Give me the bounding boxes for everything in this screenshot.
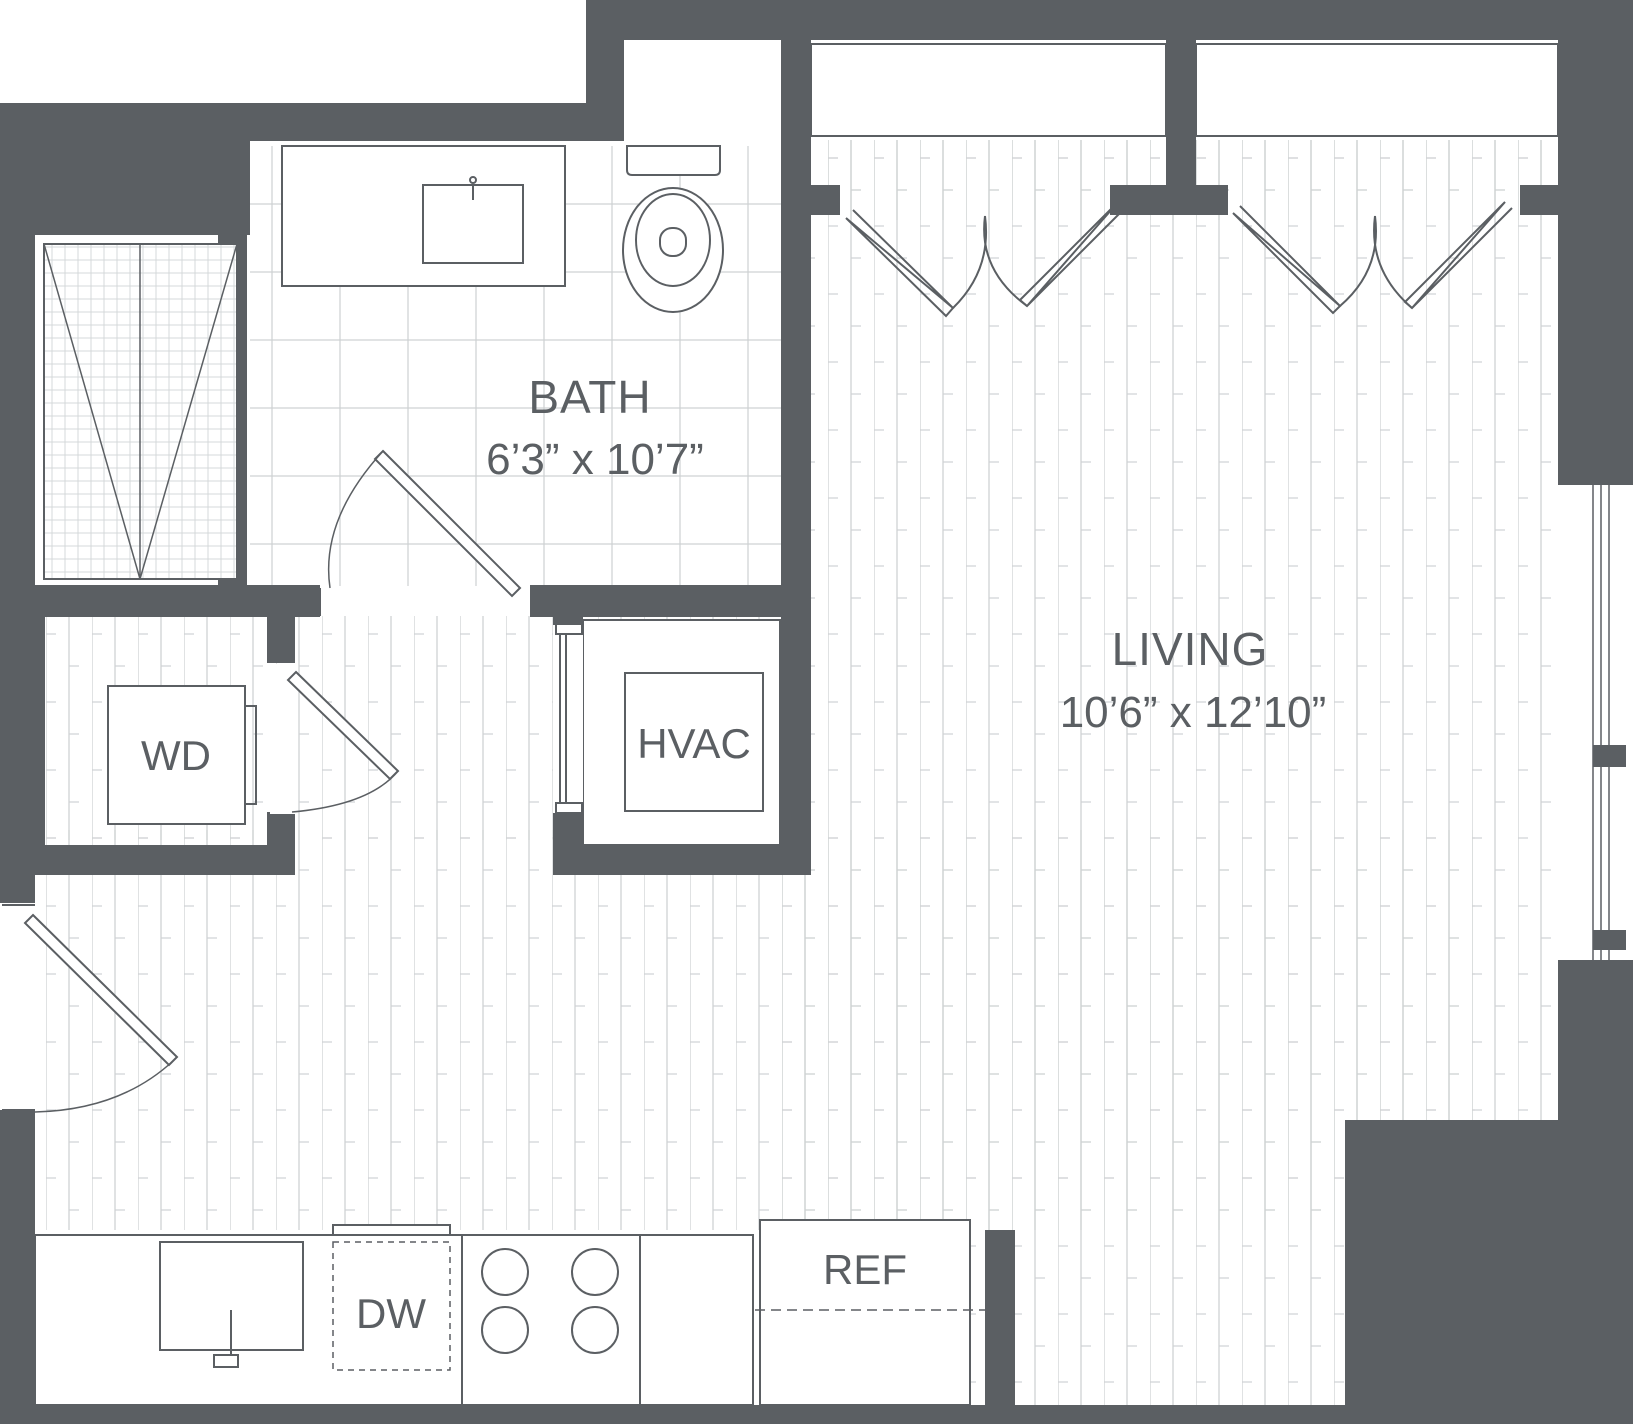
- room-label-living: LIVING 10’6” x 12’10”: [1060, 623, 1327, 737]
- window-icon: [1592, 485, 1633, 960]
- hvac-unit: HVAC: [582, 619, 781, 846]
- cooktop-icon: [481, 1248, 619, 1354]
- washer-dryer-label: WD: [141, 732, 211, 779]
- sink-icon: [422, 176, 524, 264]
- hvac-door-icon: [553, 623, 583, 814]
- closet-shelves: [810, 43, 1559, 137]
- living-name: LIVING: [1112, 623, 1269, 675]
- refrigerator: REF: [755, 1219, 985, 1406]
- refrigerator-label: REF: [823, 1246, 907, 1293]
- bath-name: BATH: [528, 371, 651, 423]
- dishwasher-label: DW: [356, 1290, 426, 1337]
- toilet-icon: [622, 145, 724, 313]
- room-label-bath: BATH 6’3” x 10’7”: [486, 371, 704, 484]
- entry-door-swing-icon: [0, 903, 179, 1113]
- washer-dryer: WD: [107, 685, 257, 825]
- shower-icon: [43, 243, 238, 580]
- floor-wood: [35, 140, 1555, 1420]
- wd-door-swing-icon: [270, 664, 400, 814]
- closet-bifold-icon: [845, 199, 1513, 318]
- hvac-label: HVAC: [637, 720, 751, 767]
- dishwasher: DW: [332, 1224, 451, 1371]
- living-dimensions: 10’6” x 12’10”: [1060, 688, 1327, 737]
- kitchen-sink-icon: [159, 1241, 304, 1368]
- bath-door-swing-icon: [319, 449, 532, 616]
- bath-dimensions: 6’3” x 10’7”: [486, 435, 704, 484]
